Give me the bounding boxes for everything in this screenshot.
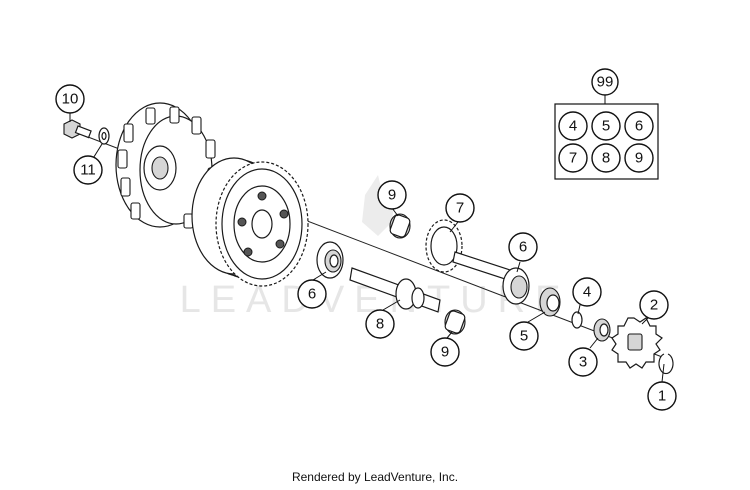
o-ring-part bbox=[571, 311, 583, 329]
needle-bearing-lower-part bbox=[444, 309, 466, 335]
svg-text:8: 8 bbox=[376, 316, 384, 333]
svg-text:7: 7 bbox=[569, 150, 577, 167]
callout-9-lower[interactable]: 9 bbox=[430, 337, 460, 367]
bolt-part bbox=[63, 119, 92, 139]
washer-part bbox=[98, 127, 110, 145]
callout-10[interactable]: 10 bbox=[55, 84, 85, 114]
svg-text:11: 11 bbox=[80, 162, 96, 179]
callout-4[interactable]: 4 bbox=[572, 277, 602, 307]
callout-6-left[interactable]: 6 bbox=[297, 279, 327, 309]
rendered-by-footer: Rendered by LeadVenture, Inc. bbox=[291, 470, 459, 484]
svg-text:10: 10 bbox=[62, 91, 79, 108]
svg-text:3: 3 bbox=[579, 354, 587, 371]
seal-part bbox=[539, 287, 561, 317]
bearing-right-part bbox=[502, 267, 530, 305]
callout-2[interactable]: 2 bbox=[639, 290, 669, 320]
leader-lines bbox=[69, 112, 665, 383]
callout-9-upper[interactable]: 9 bbox=[377, 180, 407, 210]
svg-text:1: 1 bbox=[658, 388, 666, 405]
circlip-part bbox=[658, 353, 674, 375]
countershaft-gear-part bbox=[425, 219, 511, 281]
kit-box: 99 4 5 6 7 8 9 bbox=[554, 68, 659, 180]
sprocket-part bbox=[611, 317, 663, 369]
svg-text:6: 6 bbox=[635, 118, 643, 135]
svg-text:7: 7 bbox=[456, 200, 464, 217]
kit-item-9[interactable]: 9 bbox=[624, 143, 654, 173]
kit-item-5[interactable]: 5 bbox=[591, 111, 621, 141]
svg-text:6: 6 bbox=[519, 239, 527, 256]
callout-11[interactable]: 11 bbox=[73, 155, 103, 185]
kit-item-6[interactable]: 6 bbox=[624, 111, 654, 141]
svg-text:2: 2 bbox=[650, 297, 658, 314]
svg-text:4: 4 bbox=[583, 284, 591, 301]
svg-text:5: 5 bbox=[602, 118, 610, 135]
kit-item-4[interactable]: 4 bbox=[558, 111, 588, 141]
svg-text:99: 99 bbox=[597, 74, 614, 91]
callout-3[interactable]: 3 bbox=[568, 347, 598, 377]
callout-5[interactable]: 5 bbox=[509, 321, 539, 351]
svg-text:8: 8 bbox=[602, 150, 610, 167]
svg-text:9: 9 bbox=[388, 187, 396, 204]
clutch-pack-part bbox=[191, 157, 309, 287]
svg-text:9: 9 bbox=[635, 150, 643, 167]
callout-1[interactable]: 1 bbox=[647, 381, 677, 411]
callout-6-right[interactable]: 6 bbox=[508, 232, 538, 262]
svg-text:6: 6 bbox=[308, 286, 316, 303]
needle-bearing-upper-part bbox=[389, 213, 411, 239]
svg-text:5: 5 bbox=[520, 328, 528, 345]
callout-8[interactable]: 8 bbox=[365, 309, 395, 339]
clutch-basket-part bbox=[115, 102, 218, 229]
callout-7[interactable]: 7 bbox=[445, 193, 475, 223]
kit-item-7[interactable]: 7 bbox=[558, 143, 588, 173]
spacer-part bbox=[593, 318, 611, 342]
svg-text:4: 4 bbox=[569, 118, 577, 135]
bearing-left-part bbox=[316, 241, 344, 279]
kit-item-8[interactable]: 8 bbox=[591, 143, 621, 173]
kit-number-99[interactable]: 99 bbox=[591, 68, 619, 96]
mainshaft-part bbox=[349, 267, 441, 313]
svg-text:9: 9 bbox=[441, 344, 449, 361]
